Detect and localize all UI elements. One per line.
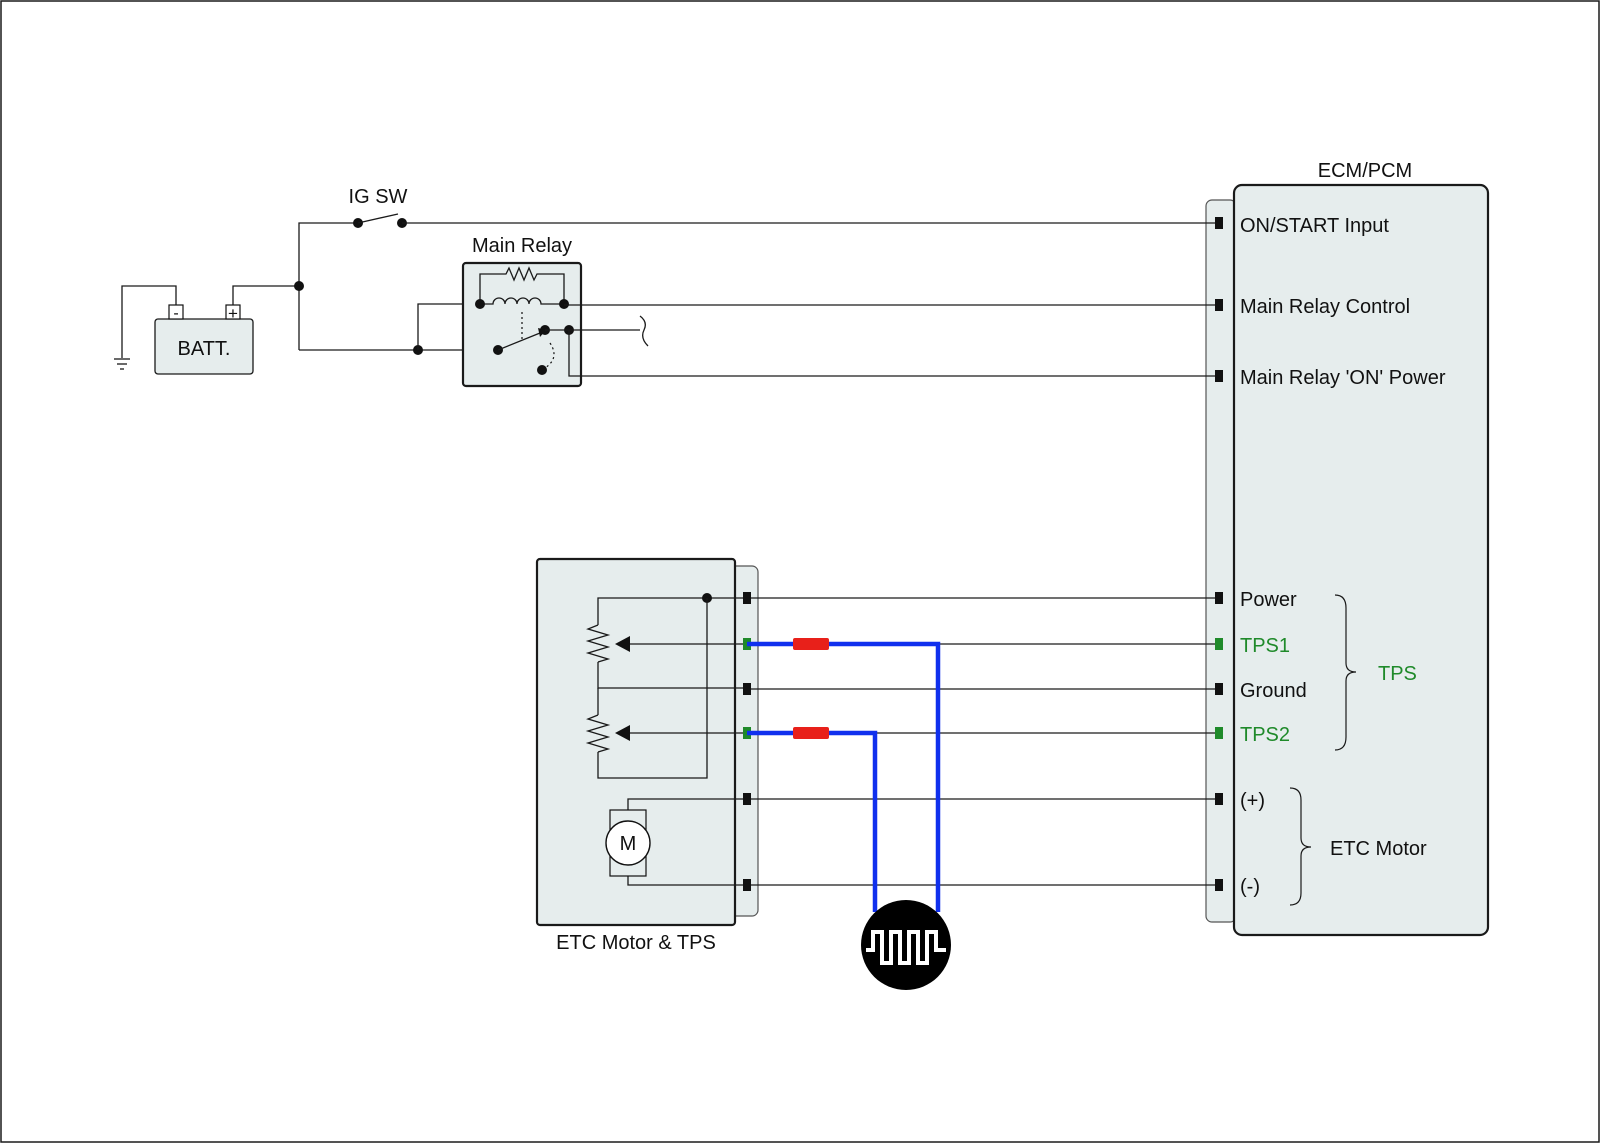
ecm-pin-tps2 (1215, 727, 1223, 739)
ecm-label-on-start: ON/START Input (1240, 215, 1389, 237)
ecm-pin-relay-power (1215, 370, 1223, 382)
ecm-title: ECM/PCM (1318, 160, 1412, 182)
main-relay: Main Relay (461, 235, 1215, 388)
ecm-label-relay-on-power: Main Relay 'ON' Power (1240, 367, 1446, 389)
ecm-label-motor-plus: (+) (1240, 790, 1265, 812)
tps-group-brace (1334, 594, 1357, 751)
ecm-label-power: Power (1240, 589, 1297, 611)
ecm-body (1232, 183, 1490, 937)
motor-symbol-icon (605, 820, 651, 866)
etc-pin-motor-plus (743, 793, 751, 805)
battery-minus-sign: - (173, 305, 178, 322)
ecm-pin-motor-plus (1215, 793, 1223, 805)
main-relay-label: Main Relay (472, 235, 572, 257)
ecm-module: ECM/PCM ON/START Input Main Relay Contro… (1205, 160, 1490, 937)
ecm-label-motor-minus: (-) (1240, 876, 1260, 898)
scope-probes (747, 638, 941, 912)
ig-sw-label: IG SW (349, 186, 408, 208)
probe-clip-tps1 (793, 638, 829, 650)
etc-pin-power (743, 592, 751, 604)
ecm-label-ground: Ground (1240, 680, 1307, 702)
probe-clip-tps2 (793, 727, 829, 739)
battery-body (154, 318, 254, 375)
ecm-pin-ground (1215, 683, 1223, 695)
motor-letter: M (620, 833, 637, 855)
ecm-pin-power (1215, 592, 1223, 604)
ecm-label-relay-control: Main Relay Control (1240, 296, 1410, 318)
ecm-pin-on-start (1215, 217, 1223, 229)
etc-pin-motor-minus (743, 879, 751, 891)
ecm-pin-tps1 (1215, 638, 1223, 650)
battery-plus-sign: + (228, 304, 238, 323)
etc-motor-group-label: ETC Motor (1330, 838, 1427, 860)
etc-module-label: ETC Motor & TPS (556, 932, 716, 954)
oscilloscope-square-wave-icon (861, 900, 951, 990)
tps-group-label: TPS (1378, 663, 1417, 685)
battery-label: BATT. (178, 338, 231, 360)
etc-module: ETC Motor & TPS M (535, 557, 759, 954)
ecm-pin-relay-control (1215, 299, 1223, 311)
harness-wires (751, 597, 1215, 886)
ecm-label-tps1: TPS1 (1240, 635, 1290, 657)
ignition-switch: IG SW (349, 186, 408, 228)
ecm-pin-motor-minus (1215, 879, 1223, 891)
main-relay-body (461, 261, 583, 388)
ground-symbol-icon (114, 285, 177, 370)
etc-motor-group-brace (1289, 787, 1312, 906)
etc-body (535, 557, 737, 927)
ecm-label-tps2: TPS2 (1240, 724, 1290, 746)
wire-relay-output-stub (569, 315, 649, 347)
probe-lead-tps2 (747, 730, 878, 912)
etc-pin-ground (743, 683, 751, 695)
